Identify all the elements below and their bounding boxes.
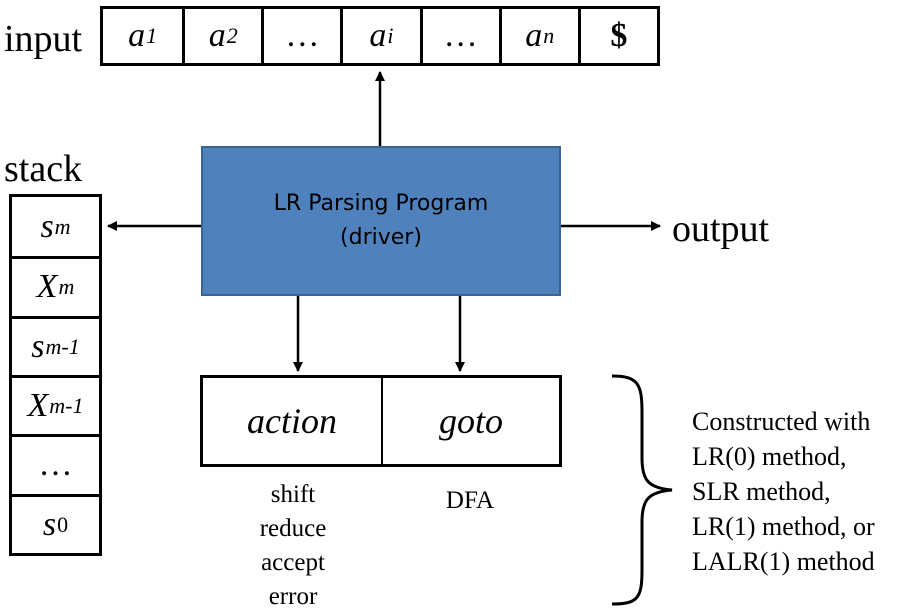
stack-symbol: … [38,446,73,484]
tape-symbol: a [128,17,146,54]
table-divider [381,378,383,464]
parsing-table: action goto [200,375,562,467]
action-ops-list: shift reduce accept error [233,478,353,614]
method-line: LALR(1) method [692,547,875,576]
stack-subscript: m [58,274,75,300]
curly-brace [611,374,673,606]
stack-label: stack [4,148,83,190]
goto-cell: goto [438,401,503,441]
action-op: error [268,583,318,610]
stack-symbol: X [27,387,49,425]
stack-subscript: m-1 [49,393,84,419]
tape-symbol: … [285,17,320,54]
goto-note: DFA [445,487,495,514]
tape-symbol: $ [610,17,628,54]
tape-symbol: a [369,17,387,54]
stack-symbol: s [31,327,45,365]
output-label: output [672,208,770,250]
stack-symbol: s [40,207,54,245]
method-line: SLR method, [692,477,831,506]
stack-subscript: m [54,213,71,239]
stack-subscript: 0 [57,511,69,537]
tape-subscript: n [543,23,555,48]
input-tape-cell: … [261,9,340,63]
stack-cell: … [12,434,99,493]
stack-symbol: X [36,268,58,306]
input-tape-cell: $ [577,9,657,63]
tape-symbol: a [208,17,226,54]
driver-title: LR Parsing Program [273,191,489,216]
action-op: shift [270,481,316,508]
driver-subtitle: (driver) [340,225,422,250]
tape-subscript: 1 [146,23,158,48]
tape-subscript: i [387,23,394,48]
method-line: LR(0) method, [692,442,847,471]
action-cell: action [247,401,337,441]
stack-symbol: s [42,505,57,543]
stack-subscript: m-1 [45,333,80,359]
action-op: accept [261,549,325,576]
tape-subscript: 2 [226,23,238,48]
action-op: reduce [259,515,327,542]
input-tape-cell: … [419,9,499,63]
tape-symbol: … [443,17,478,54]
method-line: Constructed with [692,407,871,436]
input-label: input [4,18,83,60]
driver-box: LR Parsing Program (driver) [201,146,561,296]
tape-symbol: a [525,17,543,54]
method-line: LR(1) method, or [692,512,875,541]
